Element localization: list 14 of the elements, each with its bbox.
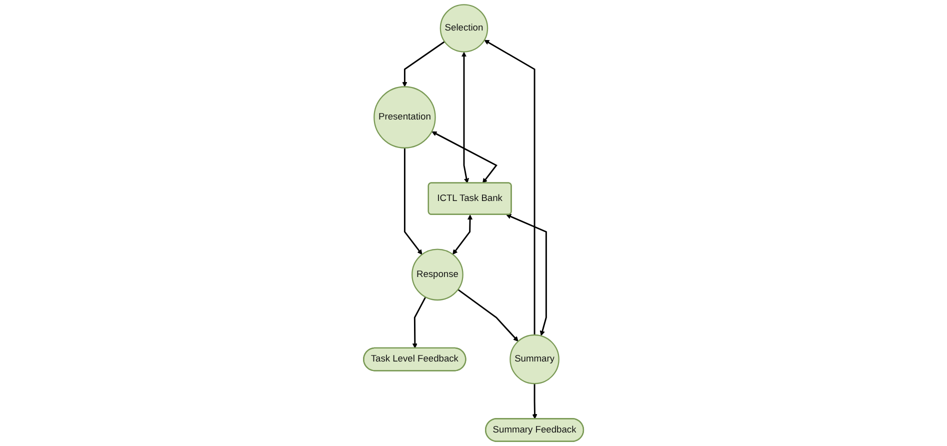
node-circle: Selection: [440, 4, 488, 52]
arrow: [452, 214, 473, 255]
arrow: [402, 41, 445, 87]
arrow: [461, 52, 469, 184]
node-circle: Response: [411, 248, 464, 301]
arrow: [506, 214, 547, 336]
node-circle: Summary: [510, 334, 560, 384]
arrow: [412, 296, 426, 348]
node-circle: Presentation: [374, 86, 436, 148]
arrow: [532, 384, 538, 420]
arrow: [432, 131, 498, 184]
arrow: [484, 40, 536, 335]
arrow: [457, 288, 518, 342]
arrow: [404, 148, 422, 255]
